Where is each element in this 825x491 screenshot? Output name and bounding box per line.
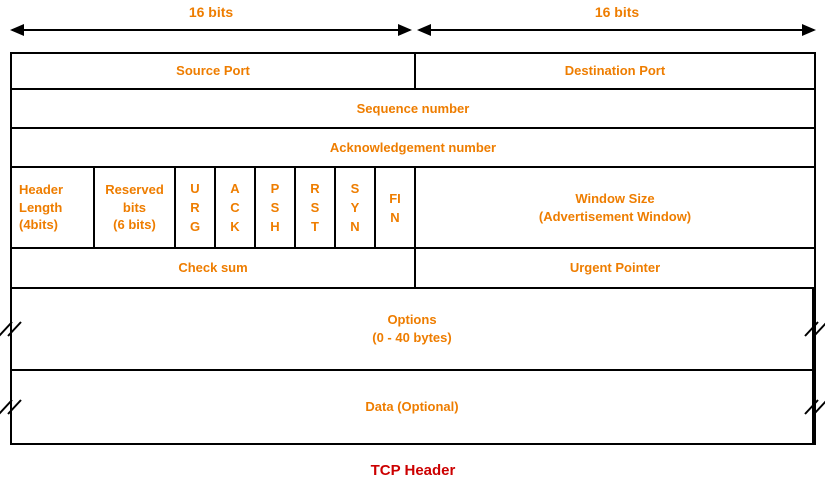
row-flags: Header Length (4bits) Reserved bits (6 b… [12,168,814,249]
field-options: Options (0 - 40 bytes) [12,289,814,369]
field-reserved-bits: Reserved bits (6 bits) [95,168,176,247]
break-mark-icon [0,397,23,417]
field-data: Data (Optional) [12,371,814,443]
field-urgent-pointer: Urgent Pointer [569,260,661,276]
flag-psh-label: PSH [270,181,280,234]
field-header-length: Header Length (4bits) [12,168,95,247]
row-options: Options (0 - 40 bytes) [0,289,825,371]
flag-syn-label: SYN [350,181,360,234]
field-flag-rst: RST [296,168,336,247]
row-ports: Source Port Destination Port [12,54,814,90]
break-mark-icon [803,397,825,417]
field-flag-ack: ACK [216,168,256,247]
field-flag-syn: SYN [336,168,376,247]
field-acknowledgement-number: Acknowledgement number [329,139,497,155]
field-flag-urg: URG [176,168,216,247]
break-mark-icon [0,319,23,339]
bit-scale-label-left: 16 bits [188,4,234,20]
field-sequence-number: Sequence number [356,100,470,116]
field-source-port: Source Port [12,54,416,88]
field-flag-fin: FIN [376,168,416,247]
field-flag-psh: PSH [256,168,296,247]
row-checksum: Check sum Urgent Pointer [12,249,814,289]
tcp-header-table: Source Port Destination Port Sequence nu… [0,52,825,445]
right-bit-range-arrow-icon [417,24,816,36]
field-window-size: Window Size (Advertisement Window) [538,190,692,224]
bit-scale-label-right: 16 bits [594,4,640,20]
field-checksum: Check sum [12,249,416,287]
row-sequence-number: Sequence number [12,90,814,129]
flag-fin-label: FIN [389,190,401,225]
field-destination-port: Destination Port [564,63,666,79]
flag-ack-label: ACK [230,181,240,234]
flag-rst-label: RST [310,181,320,234]
row-data: Data (Optional) [0,371,825,443]
break-mark-icon [803,319,825,339]
flag-urg-label: URG [189,181,201,234]
left-bit-range-arrow-icon [10,24,412,36]
row-acknowledgement-number: Acknowledgement number [12,129,814,168]
diagram-title: TCP Header [370,462,456,479]
